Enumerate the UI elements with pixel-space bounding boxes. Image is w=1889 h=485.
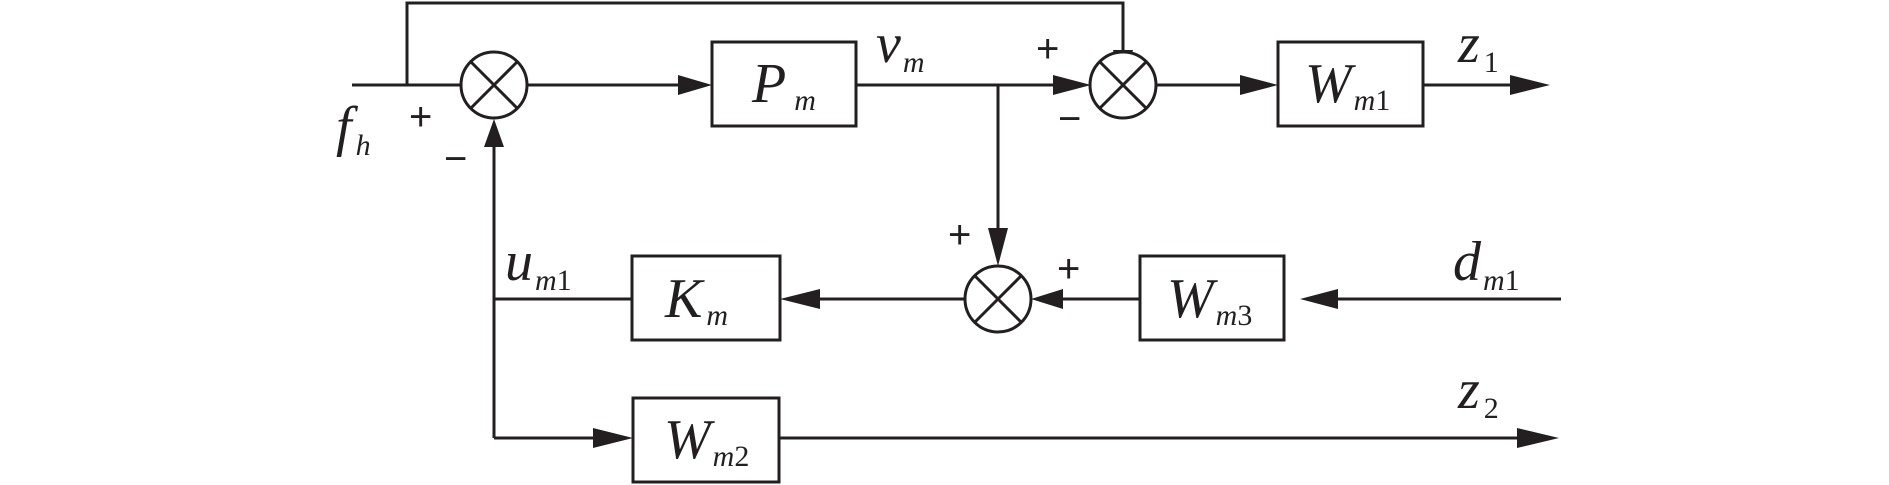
- sign-junction1-um1: −: [444, 137, 467, 181]
- arrowhead-into-pm: [678, 75, 712, 95]
- sign-junction2-vm: +: [1036, 27, 1059, 71]
- block-wm3-label: Wm3: [1167, 268, 1252, 332]
- sign-junction3-vm: +: [948, 213, 971, 257]
- arrowhead-into-junction1-bottom: [484, 119, 504, 147]
- block-km-box: [630, 254, 782, 342]
- junction1-cross-b: [469, 60, 519, 110]
- block-wm1: Wm1: [1276, 40, 1425, 128]
- signal-label-dm1: dm1: [1453, 231, 1520, 297]
- wire-fh-feedforward-to-junction2: [405, 1, 1125, 85]
- signal-label-um1: um1: [505, 231, 572, 297]
- arrowhead-into-wm2: [593, 428, 633, 448]
- arrowhead-into-wm1: [1240, 75, 1278, 95]
- junction2-cross-b: [1098, 60, 1148, 110]
- summing-junction-2: [1088, 50, 1158, 120]
- block-wm2-box: [631, 396, 781, 484]
- junction3-cross-b: [973, 274, 1023, 324]
- arrowhead-into-wm3: [1300, 289, 1338, 309]
- arrowhead-into-km: [780, 289, 820, 309]
- sign-junction2-bottom: −: [1058, 97, 1081, 141]
- summing-junction-3: [963, 264, 1033, 334]
- block-pm-box: [710, 40, 858, 128]
- signal-label-vm: vm: [876, 13, 925, 79]
- block-wm1-label: Wm1: [1305, 53, 1390, 117]
- arrowhead-into-junction2-left: [1053, 75, 1091, 95]
- block-wm2: Wm2: [631, 396, 781, 484]
- arrowhead-into-junction3-top: [988, 228, 1008, 266]
- arrowhead-into-junction3-right: [1031, 289, 1063, 309]
- block-wm3: Wm3: [1138, 254, 1286, 342]
- block-wm3-box: [1138, 254, 1286, 342]
- sign-junction1-fh: +: [409, 95, 432, 139]
- arrowhead-z1-output: [1510, 75, 1550, 95]
- block-wm1-box: [1276, 40, 1425, 128]
- arrowhead-z2-output: [1517, 428, 1559, 448]
- block-wm2-label: Wm2: [664, 409, 749, 473]
- summing-junction-1: [459, 50, 529, 120]
- sign-junction3-wm3: +: [1057, 247, 1080, 291]
